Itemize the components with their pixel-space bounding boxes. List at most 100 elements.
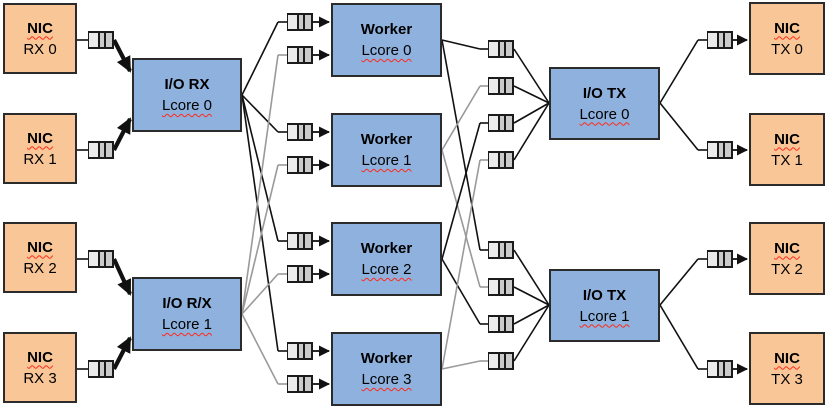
io-rx-to-worker-queue-line bbox=[241, 313, 279, 385]
worker-lcore-1-block: Worker Lcore 1 bbox=[331, 113, 442, 187]
fifo-queue-icon bbox=[287, 123, 313, 141]
worker-lcore-0-block: Worker Lcore 0 bbox=[331, 3, 442, 77]
io-tx-lcore-1-core: Lcore 1 bbox=[579, 307, 630, 325]
worker-to-io-tx-queue-line bbox=[441, 85, 481, 151]
io-tx-queue-to-io-tx-line bbox=[513, 249, 550, 306]
rx-queue-to-io-rx-arrow bbox=[112, 258, 132, 296]
io-tx-to-nic-queue-line bbox=[659, 102, 699, 151]
io-rx-lcore-0-core: Lcore 0 bbox=[161, 97, 213, 114]
fifo-queue-icon bbox=[287, 13, 313, 31]
io-tx-queue-to-io-tx-line bbox=[513, 102, 550, 124]
nic-rx-0-block: NIC RX 0 bbox=[3, 3, 77, 74]
nic-rx-3-block: NIC RX 3 bbox=[3, 332, 77, 403]
fifo-queue-icon bbox=[287, 46, 313, 64]
worker-to-io-tx-queue-line bbox=[441, 360, 481, 370]
nic-rx-2-port: RX 2 bbox=[23, 259, 57, 277]
io-rx-lcore-0-title: I/O RX bbox=[164, 76, 210, 93]
nic-rx-1-port: RX 1 bbox=[23, 150, 57, 168]
nic-tx-3-block: NIC TX 3 bbox=[749, 332, 825, 405]
rx-queue-to-io-rx-arrow bbox=[112, 336, 132, 370]
worker-lcore-1-core: Lcore 1 bbox=[361, 152, 412, 169]
nic-rx-3-name: NIC bbox=[27, 348, 53, 366]
worker-lcore-3-core: Lcore 3 bbox=[361, 371, 412, 388]
worker-to-io-tx-queue-line bbox=[441, 258, 481, 325]
worker-lcore-2-title: Worker bbox=[360, 240, 413, 257]
nic-rx-2-name: NIC bbox=[27, 238, 53, 256]
nic-rx-1-name: NIC bbox=[27, 129, 53, 147]
fifo-queue-icon bbox=[287, 265, 313, 283]
fifo-queue-icon bbox=[488, 77, 514, 95]
worker-lcore-1-title: Worker bbox=[360, 131, 413, 148]
fifo-queue-icon bbox=[287, 342, 313, 360]
nic-tx-1-block: NIC TX 1 bbox=[749, 113, 825, 186]
worker-lcore-2-block: Worker Lcore 2 bbox=[331, 222, 442, 296]
io-tx-lcore-0-core: Lcore 0 bbox=[579, 105, 630, 123]
worker-to-io-tx-queue-line bbox=[441, 39, 481, 50]
io-rx-lcore-1-block: I/O R/X Lcore 1 bbox=[132, 277, 242, 351]
worker-lcore-2-core: Lcore 2 bbox=[361, 261, 412, 278]
io-tx-lcore-0-title: I/O TX bbox=[582, 84, 627, 102]
nic-rx-0-name: NIC bbox=[27, 19, 53, 37]
fifo-queue-icon bbox=[488, 241, 514, 259]
fifo-queue-icon bbox=[488, 151, 514, 169]
io-tx-to-nic-queue-line bbox=[659, 304, 699, 370]
io-tx-queue-to-io-tx-line bbox=[513, 304, 550, 325]
fifo-queue-icon bbox=[88, 141, 114, 159]
fifo-queue-icon bbox=[707, 360, 733, 378]
fifo-queue-icon bbox=[287, 156, 313, 174]
fifo-queue-icon bbox=[488, 278, 514, 296]
nic-tx-2-block: NIC TX 2 bbox=[749, 222, 825, 295]
worker-to-io-tx-queue-line bbox=[441, 122, 481, 260]
io-tx-lcore-0-block: I/O TX Lcore 0 bbox=[549, 67, 660, 140]
nic-tx-2-name: NIC bbox=[774, 239, 800, 257]
nic-tx-0-port: TX 0 bbox=[771, 40, 803, 58]
io-tx-queue-to-io-tx-line bbox=[513, 85, 550, 104]
io-tx-lcore-1-title: I/O TX bbox=[582, 286, 627, 304]
nic-tx-3-port: TX 3 bbox=[771, 370, 803, 388]
fifo-queue-icon bbox=[287, 375, 313, 393]
nic-tx-0-name: NIC bbox=[774, 19, 800, 37]
fifo-queue-icon bbox=[707, 31, 733, 49]
io-tx-queue-to-io-tx-line bbox=[513, 286, 550, 306]
io-rx-to-worker-queue-line bbox=[241, 54, 279, 315]
io-tx-lcore-1-block: I/O TX Lcore 1 bbox=[549, 269, 660, 342]
worker-lcore-0-core: Lcore 0 bbox=[361, 42, 412, 59]
io-rx-to-worker-queue-line bbox=[241, 273, 279, 315]
io-tx-queue-to-io-tx-line bbox=[513, 102, 550, 161]
io-tx-to-nic-queue-line bbox=[659, 258, 699, 306]
io-rx-to-worker-queue-line bbox=[241, 94, 279, 133]
fifo-queue-icon bbox=[488, 40, 514, 58]
fifo-queue-icon bbox=[707, 141, 733, 159]
worker-to-io-tx-queue-line bbox=[441, 159, 481, 370]
worker-to-io-tx-queue-line bbox=[441, 39, 481, 251]
fifo-queue-icon bbox=[88, 31, 114, 49]
nic-tx-1-port: TX 1 bbox=[771, 151, 803, 169]
fifo-queue-icon bbox=[488, 315, 514, 333]
nic-rx-3-port: RX 3 bbox=[23, 369, 57, 387]
worker-lcore-0-title: Worker bbox=[360, 21, 413, 38]
fifo-queue-icon bbox=[707, 250, 733, 268]
io-rx-lcore-1-title: I/O R/X bbox=[162, 295, 212, 312]
io-rx-to-worker-queue-line bbox=[241, 94, 279, 352]
io-rx-to-worker-queue-line bbox=[241, 94, 279, 242]
fifo-queue-icon bbox=[88, 250, 114, 268]
fifo-queue-icon bbox=[287, 232, 313, 250]
nic-tx-3-name: NIC bbox=[774, 349, 800, 367]
io-tx-queue-to-io-tx-line bbox=[513, 304, 550, 362]
worker-lcore-3-title: Worker bbox=[360, 350, 413, 367]
nic-rx-2-block: NIC RX 2 bbox=[3, 222, 77, 293]
io-rx-lcore-0-block: I/O RX Lcore 0 bbox=[132, 58, 242, 132]
fifo-queue-icon bbox=[88, 360, 114, 378]
rx-queue-to-io-rx-arrow bbox=[112, 39, 132, 73]
worker-lcore-3-block: Worker Lcore 3 bbox=[331, 332, 442, 406]
nic-tx-2-port: TX 2 bbox=[771, 260, 803, 278]
io-tx-to-nic-queue-line bbox=[659, 39, 699, 104]
rx-queue-to-io-rx-arrow bbox=[112, 117, 132, 151]
nic-rx-1-block: NIC RX 1 bbox=[3, 113, 77, 184]
nic-rx-0-port: RX 0 bbox=[23, 40, 57, 58]
worker-to-io-tx-queue-line bbox=[441, 149, 481, 288]
io-rx-to-worker-queue-line bbox=[241, 164, 279, 315]
fifo-queue-icon bbox=[488, 352, 514, 370]
